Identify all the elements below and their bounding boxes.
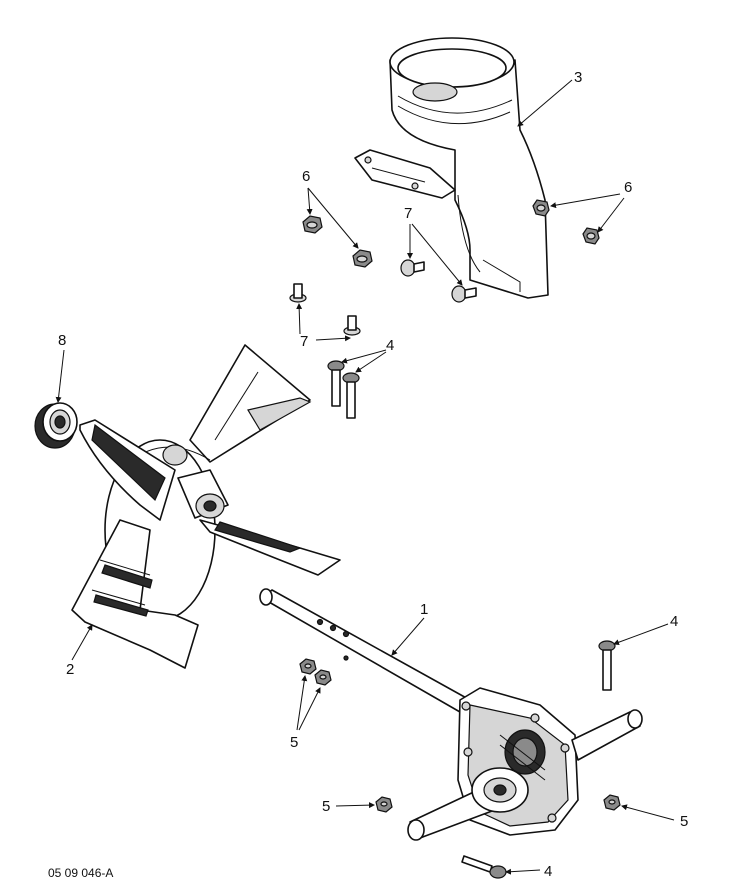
callout-carriage-bolt-lower: 7: [296, 303, 351, 350]
impeller: [71, 344, 341, 669]
hex-nut: [375, 796, 393, 813]
callout-label-6: 6: [302, 168, 310, 185]
callout-label-6: 6: [624, 179, 632, 196]
bolt: [598, 640, 616, 691]
callout-nut-right: 5: [621, 804, 688, 830]
bolt: [342, 372, 360, 419]
callout-label-3: 3: [574, 69, 582, 86]
flange-nut: [302, 215, 323, 234]
callout-label-7: 7: [300, 333, 308, 350]
callout-bolt-upper: 4: [341, 337, 394, 373]
carriage-bolt: [400, 259, 425, 277]
callout-impeller: 2: [66, 624, 93, 678]
callout-flange-nut-left: 6: [302, 168, 359, 249]
callout-label-2: 2: [66, 661, 74, 678]
callout-label-5: 5: [322, 798, 330, 815]
bolt: [461, 855, 507, 879]
drawing-id: 05 09 046-A: [48, 866, 113, 880]
callout-nut-left: 5: [322, 798, 375, 815]
callout-bolt-bottom: 4: [505, 863, 552, 880]
bearing: [34, 402, 78, 449]
callout-flange-nut-right: 6: [550, 179, 632, 233]
callout-carriage-bolt-upper: 7: [404, 205, 463, 286]
callout-shaft: 1: [391, 601, 428, 656]
callout-label-7: 7: [404, 205, 412, 222]
callout-label-4: 4: [670, 613, 678, 630]
impeller-shaft: [259, 588, 471, 713]
callout-bearing: 8: [55, 332, 66, 403]
carriage-bolt: [451, 285, 477, 303]
callout-label-8: 8: [58, 332, 66, 349]
hex-nut: [314, 669, 332, 686]
gearbox: [407, 687, 643, 841]
flange-nut: [352, 249, 373, 268]
hex-nut: [299, 658, 317, 675]
chute-adapter: [354, 37, 549, 299]
carriage-bolt: [343, 315, 361, 336]
hex-nut: [603, 794, 621, 811]
flange-nut: [532, 199, 550, 217]
callout-label-1: 1: [420, 601, 428, 618]
callout-label-5: 5: [680, 813, 688, 830]
callout-label-4: 4: [544, 863, 552, 880]
callout-label-4: 4: [386, 337, 394, 354]
callout-label-5: 5: [290, 734, 298, 751]
carriage-bolt: [289, 283, 307, 303]
bolt: [327, 360, 345, 407]
flange-nut: [582, 227, 600, 245]
callout-chute-adapter: 3: [517, 69, 582, 127]
callout-nut-pair: 5: [290, 675, 321, 751]
callout-bolt-right: 4: [613, 613, 678, 646]
